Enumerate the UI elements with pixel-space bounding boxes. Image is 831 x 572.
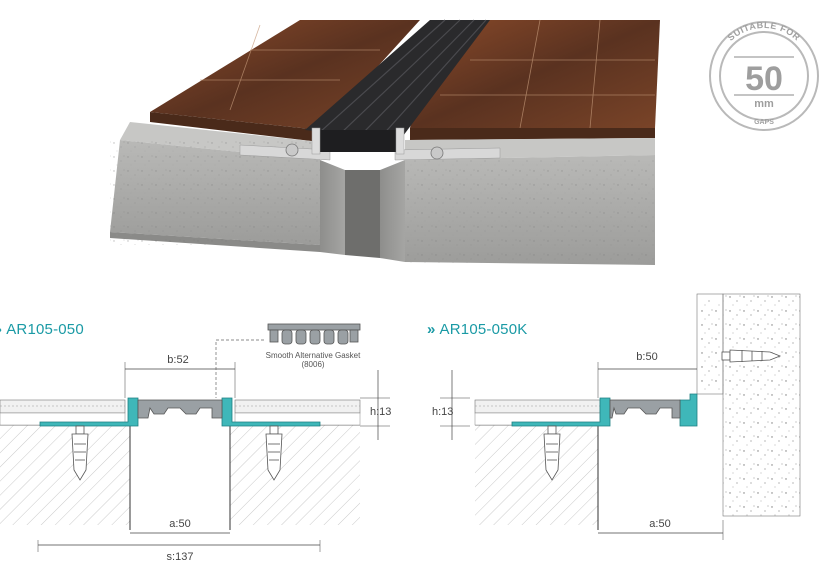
profile-left: [39, 397, 139, 427]
left-tile-surface: [150, 20, 420, 130]
profile-right: [221, 397, 321, 427]
wall-section: [722, 293, 801, 517]
product-3d-render: [110, 19, 660, 265]
badge-bottom-text: GAPS: [754, 119, 774, 126]
gasket-code: (8006): [301, 360, 324, 369]
gasket-section: [609, 399, 681, 419]
double-chevron-right-icon: »: [427, 321, 436, 338]
section-title-ar105-050: ›AR105-050: [0, 321, 84, 338]
badge-number: 50: [745, 60, 783, 98]
screw-icon: [285, 143, 299, 157]
dimension-s: s:137: [167, 551, 194, 563]
profile-left: [511, 397, 611, 427]
profile-wall: [679, 393, 698, 427]
gasket-name: Smooth Alternative Gasket: [266, 351, 361, 360]
dimension-a: a:50: [649, 518, 670, 530]
gasket-section: [137, 399, 223, 419]
anchor-icon: [721, 349, 782, 363]
dimension-b: b:52: [167, 354, 188, 366]
screw-icon: [430, 146, 444, 160]
alternative-gasket-icon: [267, 323, 361, 345]
section-title-ar105-050k: »AR105-050K: [427, 321, 528, 338]
anchor-icon: [543, 425, 561, 481]
dimension-a: a:50: [169, 518, 190, 530]
dimension-h: h:13: [432, 406, 453, 418]
dimension-b: b:50: [636, 351, 657, 363]
chevron-right-icon: ›: [0, 321, 2, 338]
section-ar105-050k: b:50 h:13 a:50: [432, 293, 801, 540]
section-ar105-050: b:52 h:13 a:50 s:137 Smooth Alternative …: [0, 323, 391, 563]
anchor-icon: [265, 425, 283, 481]
anchor-icon: [71, 425, 89, 481]
suitable-for-badge: SUITABLE FOR 50 mm GAPS: [709, 20, 819, 131]
dimension-h: h:13: [370, 406, 391, 418]
badge-unit: mm: [754, 98, 774, 110]
